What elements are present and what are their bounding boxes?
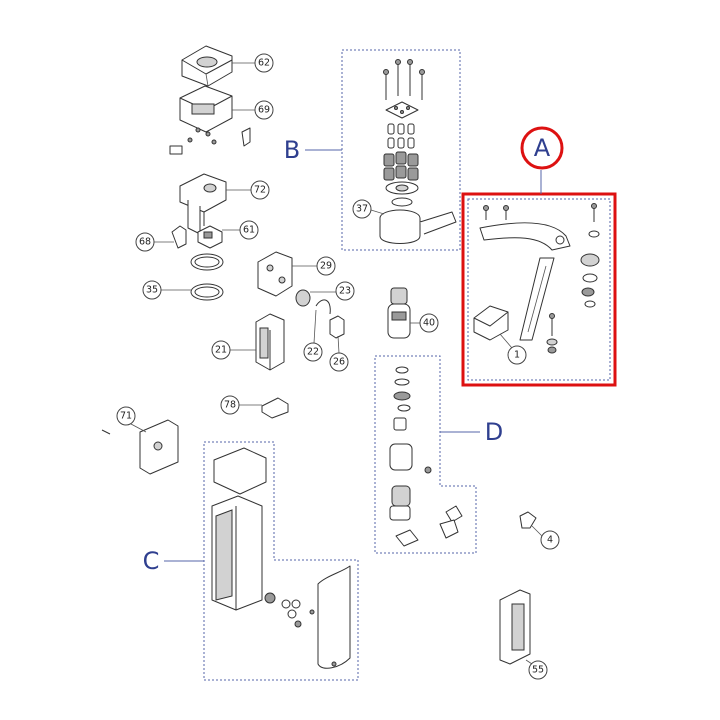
callout-78-circle: [220, 395, 240, 415]
part-1-drawing: [473, 305, 509, 341]
callout-55-leader: [525, 659, 533, 665]
callout-23-label: 23: [339, 286, 351, 297]
callout-62-circle: [254, 53, 274, 73]
callout-4-label: 4: [547, 535, 553, 546]
callout-4-leader: [531, 525, 543, 537]
callout-37-label: 37: [356, 204, 368, 215]
callout-23-circle: [335, 281, 355, 301]
group-c-box: [203, 441, 359, 681]
group-d-label: D: [485, 418, 503, 446]
part-a-bolt-drawing: [546, 313, 558, 354]
callout-35-label: 35: [146, 285, 158, 296]
part-62-drawing: [181, 45, 233, 87]
callout-37-leader: [370, 209, 385, 215]
callout-61-label: 61: [243, 225, 255, 236]
part-c-small-parts-drawing: [264, 592, 315, 628]
part-23-drawing: [295, 289, 311, 307]
callout-1-label: 1: [514, 350, 520, 361]
part-b-screws-drawing: [383, 59, 425, 100]
group-d-box: [374, 355, 477, 554]
part-72-drawing: [179, 173, 227, 235]
part-26-drawing: [329, 315, 345, 339]
part-69-drawing: [179, 85, 233, 133]
group-a-highlight-circle: [520, 126, 564, 170]
part-a-knob-drawing: [580, 253, 600, 308]
part-55-drawing: [499, 589, 531, 665]
part-35-drawing: [190, 253, 224, 301]
callout-68-circle: [135, 232, 155, 252]
part-b-ring-drawing: [385, 181, 419, 207]
callout-21-label: 21: [215, 345, 227, 356]
part-a-slide-drawing: [519, 257, 555, 341]
group-a-box: [467, 198, 611, 381]
callout-22-circle: [303, 342, 323, 362]
callout-71-label: 71: [120, 411, 132, 422]
callout-35-circle: [142, 280, 162, 300]
part-a-screws-drawing: [483, 203, 600, 238]
group-b-label: B: [284, 136, 300, 164]
callout-29-circle: [316, 256, 336, 276]
callout-29-label: 29: [320, 261, 332, 272]
group-a-highlight-box: [461, 192, 617, 387]
callout-72-label: 72: [254, 185, 266, 196]
callout-62-label: 62: [258, 58, 270, 69]
part-4-drawing: [519, 511, 537, 529]
part-a-arm-drawing: [479, 222, 571, 251]
part-37-drawing: [379, 209, 457, 244]
callout-22-label: 22: [307, 347, 319, 358]
part-61-drawing: [197, 225, 223, 249]
callout-61-circle: [239, 220, 259, 240]
callout-40-circle: [419, 313, 439, 333]
callout-78-label: 78: [224, 400, 236, 411]
callout-69-circle: [254, 100, 274, 120]
callout-1-leader: [499, 333, 513, 349]
callout-21-circle: [211, 340, 231, 360]
part-b-links-drawing: [387, 123, 415, 149]
callout-55-circle: [528, 660, 548, 680]
callout-26-leader: [337, 335, 340, 354]
part-22-drawing: [315, 299, 331, 315]
callout-68-label: 68: [139, 237, 151, 248]
callout-26-circle: [329, 352, 349, 372]
callout-55-label: 55: [532, 665, 544, 676]
part-d-components-drawing: [389, 366, 463, 547]
part-40-drawing: [387, 287, 411, 339]
part-b-plate-drawing: [385, 101, 419, 119]
callout-40-label: 40: [423, 318, 435, 329]
part-68-drawing: [171, 225, 187, 249]
part-29-drawing: [257, 251, 293, 297]
callout-71-circle: [116, 406, 136, 426]
callout-69-label: 69: [258, 105, 270, 116]
callout-1-circle: [507, 345, 527, 365]
group-a-label: A: [534, 134, 551, 162]
callout-71-leader: [130, 423, 147, 433]
part-c-cap-drawing: [213, 447, 267, 495]
group-c-label: C: [143, 547, 160, 575]
callout-22-leader: [313, 309, 317, 344]
callout-72-circle: [250, 180, 270, 200]
part-c-column-drawing: [211, 495, 263, 611]
callout-4-circle: [540, 530, 560, 550]
part-21-drawing: [255, 313, 285, 371]
part-78-drawing: [261, 397, 289, 419]
callout-37-circle: [352, 199, 372, 219]
screws-small-drawing: [169, 127, 251, 155]
callout-26-label: 26: [333, 357, 345, 368]
part-b-gears-drawing: [383, 151, 419, 181]
part-c-cover-drawing: [317, 565, 351, 669]
part-71-drawing: [101, 419, 179, 475]
